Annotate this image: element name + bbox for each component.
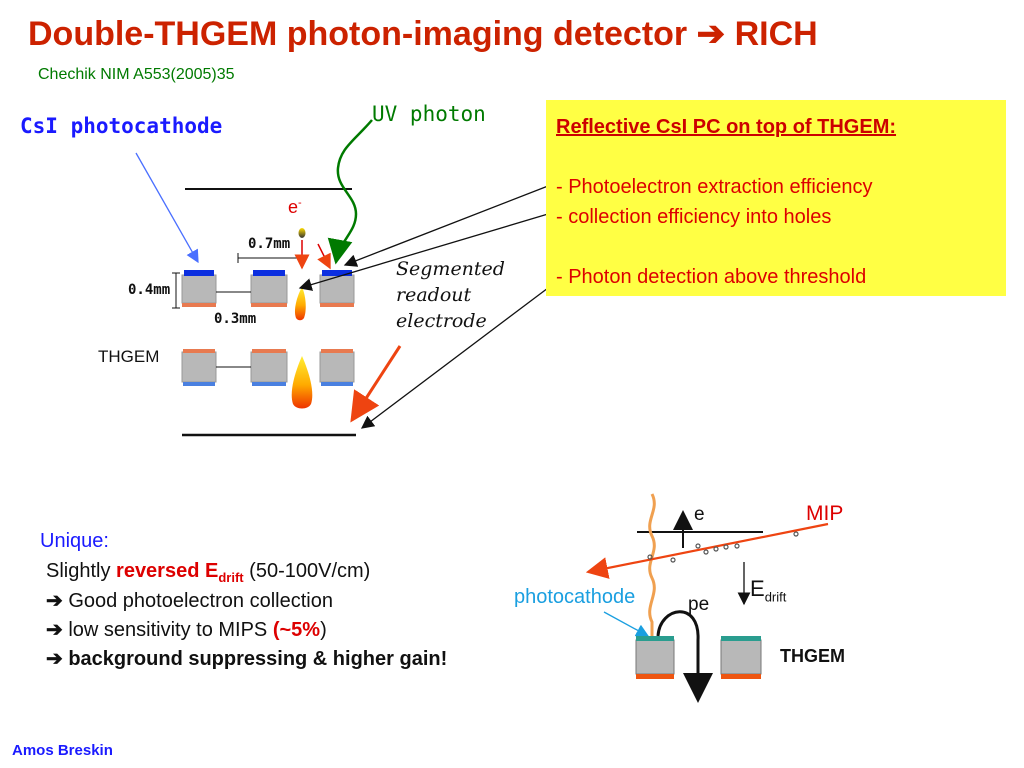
photoelectron-path: [656, 610, 713, 703]
author: Amos Breskin: [12, 742, 113, 759]
line4-text: background suppressing & higher gain!: [68, 648, 448, 670]
segmented-electrode-label: Segmented readout electrode: [396, 258, 505, 332]
dim-rim-label: 0.3mm: [214, 311, 257, 327]
unique-heading: Unique:: [40, 530, 109, 552]
edrift-sub: drift: [764, 589, 787, 605]
mip-label: MIP: [806, 502, 844, 525]
thgem-label: THGEM: [98, 347, 160, 366]
thgem-top: [181, 270, 355, 307]
page-title: Double-THGEM photon-imaging detector ➔ R…: [28, 14, 818, 54]
thgem-label-bottom: THGEM: [780, 646, 845, 666]
unique-line-mips: ➔ low sensitivity to MIPS (~5%): [46, 617, 327, 642]
line1-sub: drift: [218, 570, 244, 585]
mip-track-arrow: [585, 522, 829, 579]
unique-line-background: ➔ background suppressing & higher gain!: [46, 646, 447, 671]
electron-label: e-: [288, 197, 302, 218]
csi-photocathode-label: CsI photocathode: [20, 114, 223, 138]
box-pointer-arrow-1: [343, 185, 549, 267]
electron-label-text: e: [288, 197, 299, 217]
line2-text: Good photoelectron collection: [68, 590, 333, 612]
unique-line-collection: ➔ Good photoelectron collection: [46, 588, 333, 613]
arrow-icon: ➔: [46, 619, 63, 641]
line1-prefix: Slightly: [46, 560, 117, 582]
info-box: Reflective CsI PC on top of THGEM: - Pho…: [546, 100, 1006, 296]
arrow-icon: ➔: [46, 590, 63, 612]
ionization-dots: [647, 531, 799, 563]
title-text: Double-THGEM photon-imaging detector: [28, 15, 688, 53]
unique-line-reversed-field: Slightly reversed Edrift (50-100V/cm): [46, 560, 370, 585]
line1-red: reversed E: [116, 560, 219, 582]
photocathode-label: photocathode: [514, 586, 636, 608]
info-box-item: - collection efficiency into holes: [556, 206, 832, 228]
line3-prefix: low sensitivity to MIPS: [68, 619, 273, 641]
edrift-main: E: [750, 576, 765, 601]
electron-emission-arrow: [317, 243, 331, 270]
box-pointer-arrow-2: [298, 213, 549, 291]
thgem-bottom-right: [635, 636, 762, 679]
dim-hole-label: 0.7mm: [248, 236, 291, 252]
photon-wavy-path: [648, 493, 656, 636]
line1-suffix: (50-100V/cm): [243, 560, 371, 582]
line3-suffix: ): [320, 619, 327, 641]
info-box-item: - Photon detection above threshold: [556, 266, 867, 288]
photoelectron-label: pe: [688, 594, 710, 615]
avalanche-flame-small-icon: [294, 287, 306, 321]
edrift-label: Edrift: [750, 576, 786, 604]
info-box-item: - Photoelectron extraction efficiency: [556, 176, 873, 198]
info-box-heading: Reflective CsI PC on top of THGEM:: [556, 116, 897, 138]
thgem-bottom: [181, 349, 355, 386]
csi-pointer-arrow: [135, 152, 199, 264]
signal-arrow: [350, 345, 402, 423]
dim-thickness-label: 0.4mm: [128, 282, 171, 298]
photocathode-pointer-arrow: [603, 611, 650, 637]
electron-label-bottom: e: [694, 504, 705, 525]
avalanche-flame-large-icon: [291, 356, 313, 409]
citation: Chechik NIM A553(2005)35: [38, 66, 235, 83]
line3-red: (~5%: [272, 619, 321, 641]
title-arrow-icon: ➔: [696, 15, 726, 53]
electron-label-sup: -: [298, 197, 302, 209]
box-pointer-arrow-3: [360, 284, 553, 429]
uv-photon-path: [327, 119, 373, 265]
uv-photon-label: UV photon: [372, 102, 486, 126]
electron-icon: [298, 228, 306, 238]
title-suffix: RICH: [734, 15, 818, 53]
arrow-icon: ➔: [46, 648, 63, 670]
